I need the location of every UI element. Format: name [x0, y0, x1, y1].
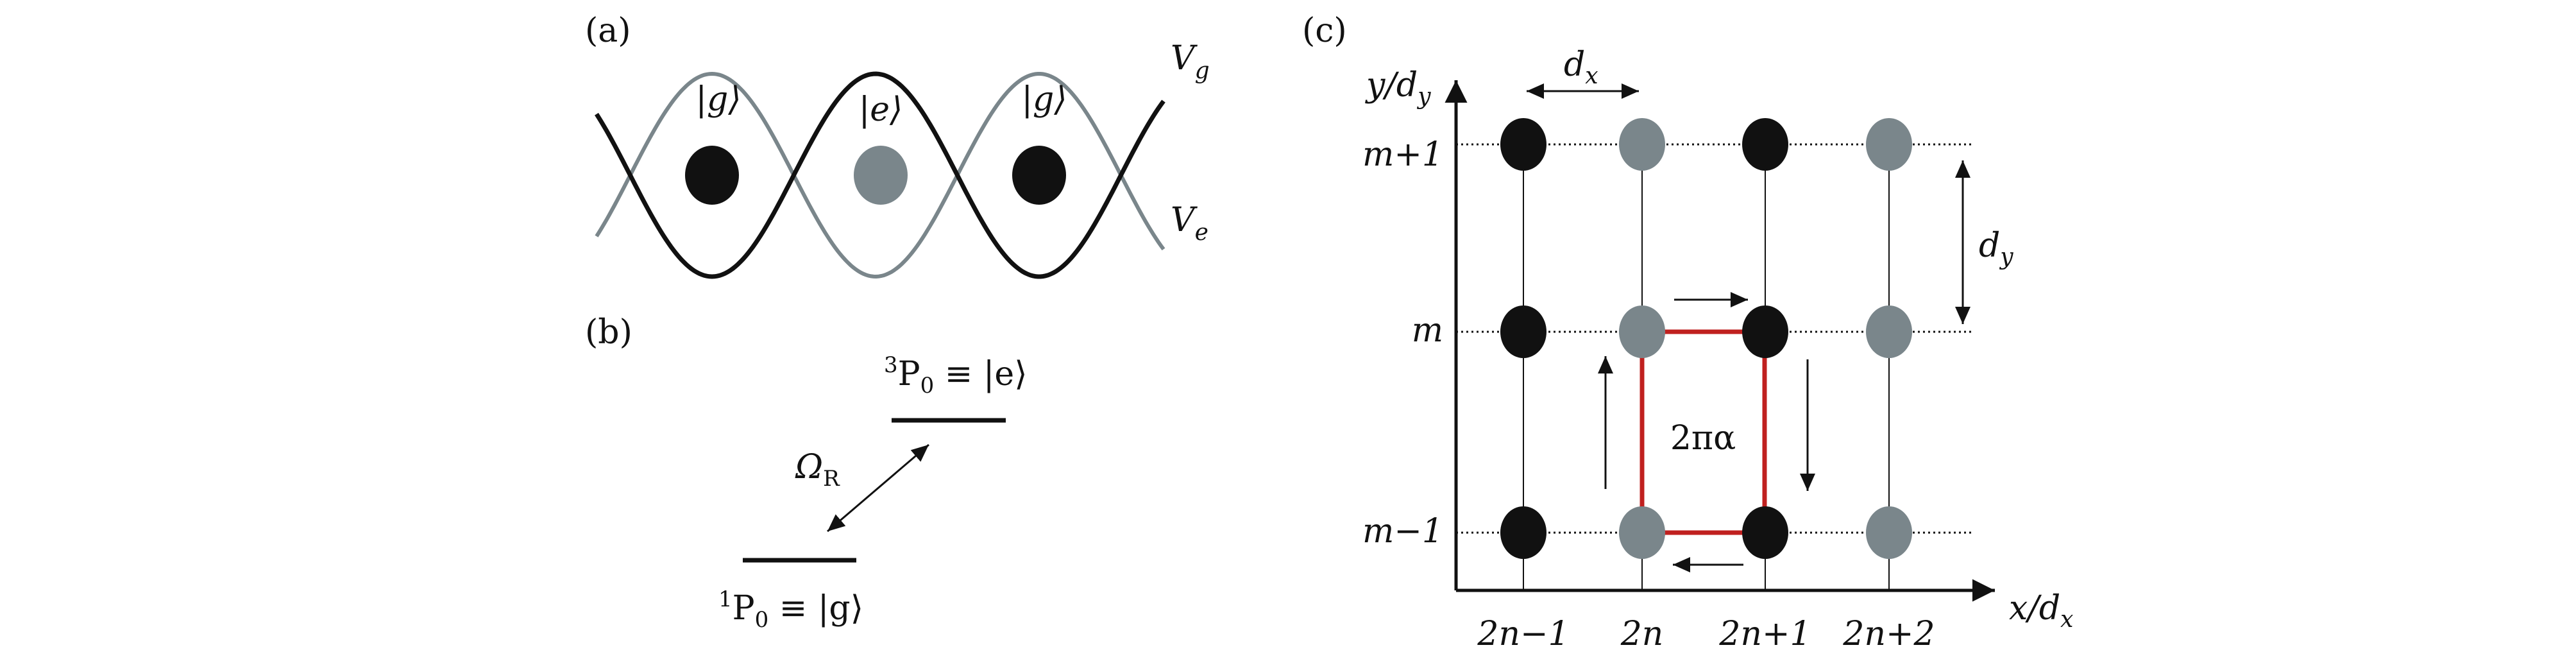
lattice-atom-black [1500, 506, 1546, 559]
lattice-atom-gray [1619, 305, 1665, 358]
lattice-atom-gray [1619, 506, 1665, 559]
ket-g-left: |g⟩ [695, 80, 741, 119]
col-label: 2n+1 [1718, 615, 1811, 652]
lattice-atom-black [1500, 305, 1546, 358]
upper-level-label: 3P0 ≡ |e⟩ [884, 352, 1028, 399]
ve-label: Ve [1171, 201, 1208, 246]
flux-plaquette [1640, 329, 1767, 535]
lattice-atom-gray [1866, 118, 1912, 171]
flux-label: 2πα [1670, 419, 1736, 458]
col-label: 2n [1620, 615, 1664, 652]
lattice-atom-black [1742, 118, 1788, 171]
lattice-atom-gray [1866, 305, 1912, 358]
col-labels: 2n−1 2n 2n+1 2n+2 [1477, 615, 1935, 652]
panel-b-label: (b) [585, 313, 632, 352]
potential-ve-curve [595, 71, 1165, 279]
ket-g-right: |g⟩ [1021, 80, 1067, 119]
vg-label: Vg [1171, 39, 1210, 84]
rabi-frequency-label: ΩR [795, 448, 840, 492]
row-label: m−1 [1362, 512, 1443, 551]
col-label: 2n−1 [1477, 615, 1569, 652]
atom-ground-left [685, 146, 739, 205]
dy-label: dy [1979, 227, 2013, 270]
lattice-atoms [1500, 118, 1912, 559]
atom-excited-mid [854, 146, 908, 205]
lattice-atom-black [1742, 305, 1788, 358]
dx-label: dx [1564, 46, 1598, 89]
lattice-atom-black [1500, 118, 1546, 171]
panel-c: (c) y/dy x/dx m+1 m m−1 2n−1 2n 2n+1 2n+… [1302, 12, 2073, 652]
panel-c-label: (c) [1302, 12, 1347, 50]
lattice-atom-gray [1619, 118, 1665, 171]
lower-level-label: 1P0 ≡ |g⟩ [718, 587, 863, 633]
row-labels: m+1 m m−1 [1362, 135, 1443, 551]
x-axis-label: x/dx [2009, 589, 2073, 633]
row-label: m+1 [1362, 135, 1443, 174]
panel-b: (b) 3P0 ≡ |e⟩ 1P0 ≡ |g⟩ ΩR [585, 313, 1028, 633]
panel-a-label: (a) [585, 12, 631, 50]
ket-e-mid: |e⟩ [859, 90, 903, 129]
lattice-atom-gray [1866, 506, 1912, 559]
potential-vg-curve [595, 71, 1165, 279]
rabi-coupling-arrow [827, 443, 929, 533]
atom-ground-right [1012, 146, 1066, 205]
panel-a: (a) |g⟩ |e⟩ |g⟩ Vg Ve [585, 12, 1210, 279]
col-label: 2n+2 [1842, 615, 1935, 652]
lattice-atom-black [1742, 506, 1788, 559]
row-label: m [1412, 311, 1443, 350]
y-axis-label: y/dy [1365, 66, 1431, 110]
